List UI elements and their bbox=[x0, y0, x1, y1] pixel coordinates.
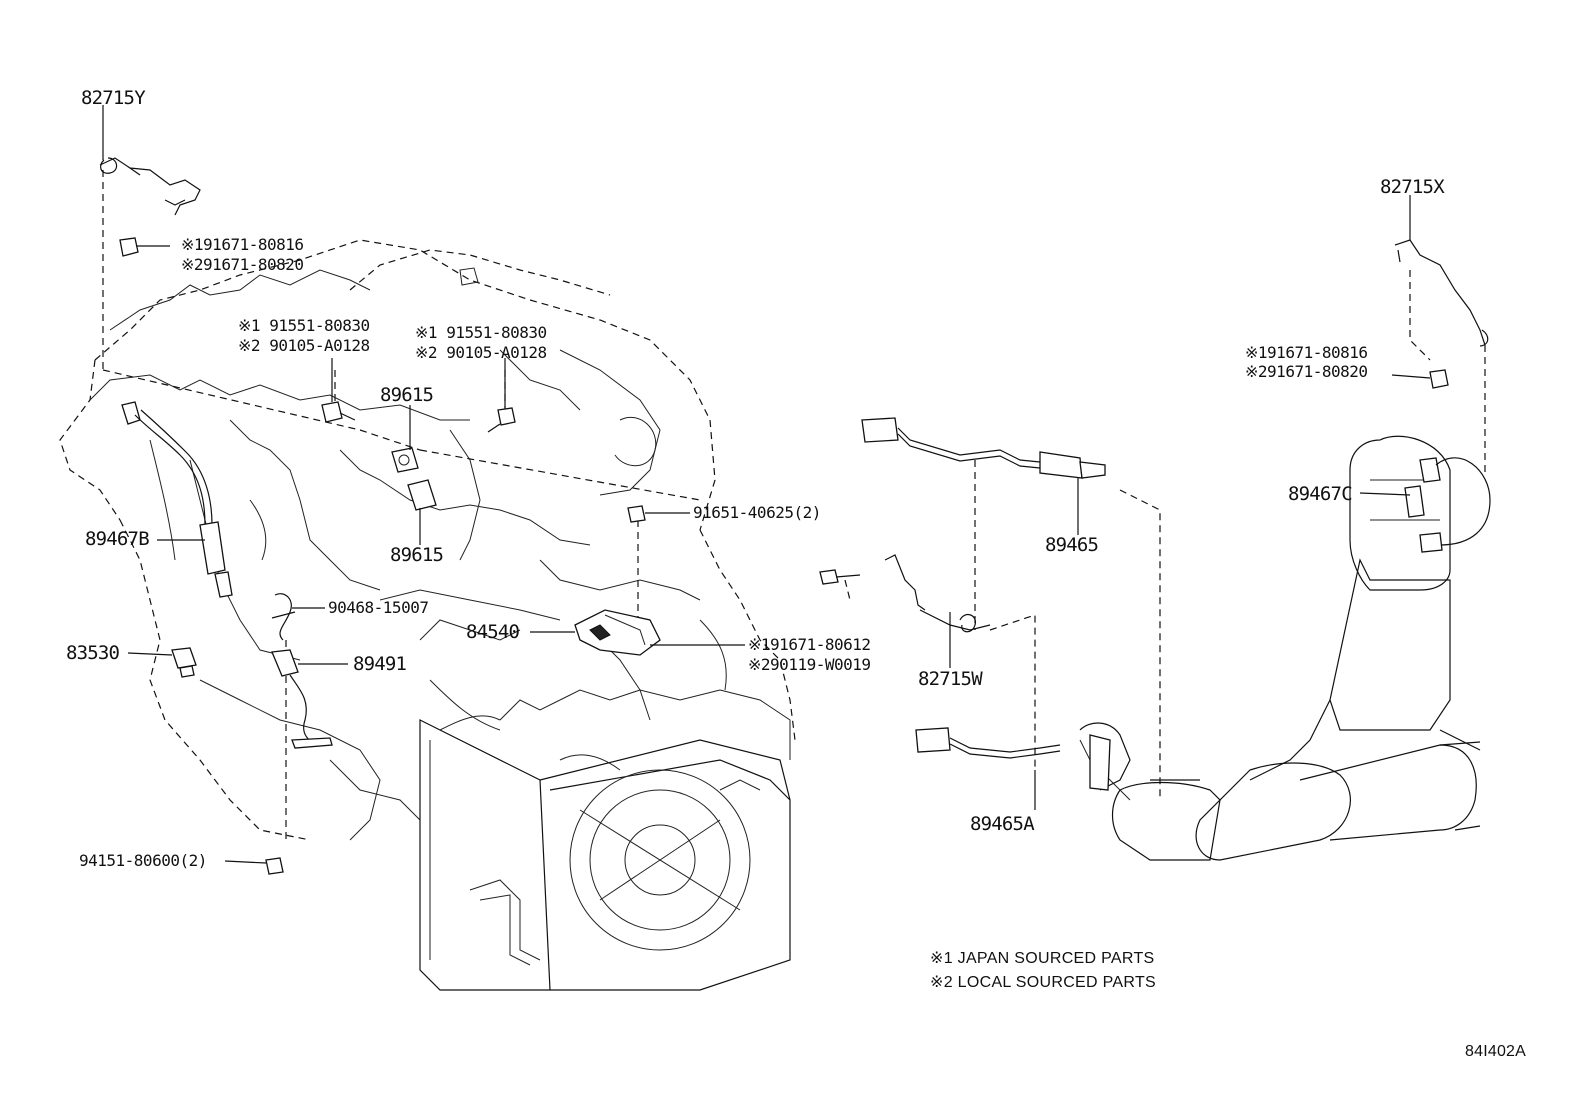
label-bolt-84540-1: ※191671-80612 bbox=[748, 637, 871, 653]
nut-94151 bbox=[265, 857, 284, 875]
sensor-89467C bbox=[1404, 457, 1491, 553]
label-bolt-tr-1: ※191671-80816 bbox=[1245, 345, 1368, 361]
mark-1: ※1 bbox=[748, 635, 771, 654]
label-89491: 89491 bbox=[353, 653, 407, 675]
label-bolt-tl-1: ※191671-80816 bbox=[181, 237, 304, 253]
part-number: 91671-80612 bbox=[770, 635, 871, 654]
mark-2: ※2 bbox=[238, 336, 261, 355]
mark-1: ※1 bbox=[1245, 343, 1268, 362]
label-90468: 90468-15007 bbox=[328, 598, 429, 617]
transaxle-assembly bbox=[419, 689, 791, 991]
label-82715X: 82715X bbox=[1380, 176, 1445, 198]
label-89467B: 89467B bbox=[85, 528, 150, 550]
mark-1: ※1 bbox=[238, 316, 261, 335]
part-number: 91671-80816 bbox=[1267, 343, 1368, 362]
switch-84540 bbox=[574, 609, 661, 656]
note-local-sourced: ※2 LOCAL SOURCED PARTS bbox=[930, 974, 1156, 991]
label-89615-bottom: 89615 bbox=[390, 544, 444, 566]
sensor-89465A bbox=[915, 727, 1111, 791]
bolt-91551-b bbox=[487, 407, 516, 433]
part-number: 91551-80830 bbox=[446, 323, 547, 342]
bracket-82715W bbox=[819, 554, 991, 633]
label-83530: 83530 bbox=[66, 642, 120, 664]
bolt-91551-a bbox=[321, 401, 356, 423]
part-number: 90105-A0128 bbox=[446, 343, 547, 362]
clip-90468 bbox=[271, 593, 296, 641]
engine-assembly bbox=[59, 239, 796, 841]
part-number: 91671-80820 bbox=[1267, 362, 1368, 381]
bracket-82715Y bbox=[99, 157, 201, 216]
bolt-tr bbox=[1429, 369, 1449, 389]
bracket-82715X bbox=[1394, 239, 1489, 347]
mark-2: ※2 bbox=[181, 255, 204, 274]
part-number: 90119-W0019 bbox=[770, 655, 871, 674]
mark-2: ※2 bbox=[748, 655, 771, 674]
label-89465: 89465 bbox=[1045, 534, 1099, 556]
part-number: 91671-80816 bbox=[203, 235, 304, 254]
bolt-91651 bbox=[627, 505, 646, 523]
mark-1: ※1 bbox=[181, 235, 204, 254]
label-bolt-mid-1: ※1 91551-80830 bbox=[238, 318, 370, 334]
label-bolt-tl-2: ※291671-80820 bbox=[181, 257, 304, 273]
bolt-tl bbox=[119, 237, 170, 257]
mark-2: ※2 bbox=[415, 343, 438, 362]
sensor-89465 bbox=[861, 417, 1106, 479]
label-82715Y: 82715Y bbox=[81, 87, 146, 109]
note-japan-sourced: ※1 JAPAN SOURCED PARTS bbox=[930, 950, 1155, 967]
part-number: 91551-80830 bbox=[269, 316, 370, 335]
label-82715W: 82715W bbox=[918, 668, 983, 690]
sensor-89615 bbox=[391, 447, 437, 511]
label-94151: 94151-80600(2) bbox=[79, 851, 207, 870]
label-bolt-mid2-2: ※2 90105-A0128 bbox=[415, 345, 547, 361]
label-leaders bbox=[102, 105, 1431, 864]
sensor-83530 bbox=[171, 647, 197, 678]
label-bolt-mid-2: ※2 90105-A0128 bbox=[238, 338, 370, 354]
part-number: 90105-A0128 bbox=[269, 336, 370, 355]
figure-reference: 84I402A bbox=[1465, 1043, 1527, 1060]
label-84540: 84540 bbox=[466, 621, 520, 643]
label-bolt-tr-2: ※291671-80820 bbox=[1245, 364, 1368, 380]
label-89615-top: 89615 bbox=[380, 384, 434, 406]
sensor-89491 bbox=[271, 649, 333, 749]
mark-1: ※1 bbox=[415, 323, 438, 342]
mark-2: ※2 bbox=[1245, 362, 1268, 381]
part-number: 91671-80820 bbox=[203, 255, 304, 274]
sensor-89467B bbox=[121, 401, 233, 598]
label-bolt-84540-2: ※290119-W0019 bbox=[748, 657, 871, 673]
label-89465A: 89465A bbox=[970, 813, 1035, 835]
label-89467C: 89467C bbox=[1288, 483, 1353, 505]
label-bolt-mid2-1: ※1 91551-80830 bbox=[415, 325, 547, 341]
label-91651: 91651-40625(2) bbox=[693, 503, 821, 522]
